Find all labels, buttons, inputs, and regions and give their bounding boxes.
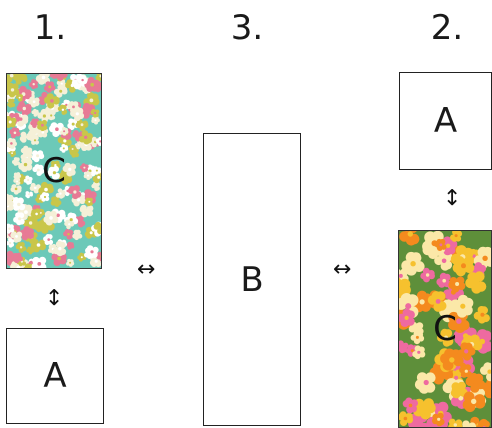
block-label-c-right: C: [433, 309, 457, 349]
column-number-2: 2.: [430, 8, 464, 48]
block-label-c-left: C: [42, 151, 66, 191]
block-b-middle: B: [203, 133, 301, 426]
fabric-swatch-c-left: C: [6, 73, 102, 269]
block-label-a-right: A: [433, 101, 458, 141]
horizontal-swap-arrow-left: ↔: [137, 257, 156, 282]
block-label-a-left: A: [43, 356, 67, 396]
horizontal-swap-arrow-right: ↔: [333, 257, 352, 282]
block-a-right: A: [399, 72, 492, 170]
daisy-floral-pattern: [399, 231, 491, 427]
column-number-1: 1.: [33, 8, 67, 48]
block-label-b: B: [240, 259, 264, 300]
vertical-swap-arrow-left: ↕: [45, 286, 64, 311]
column-number-3: 3.: [230, 8, 264, 48]
vertical-swap-arrow-right: ↕: [443, 186, 462, 211]
teal-floral-pattern: [7, 74, 101, 268]
block-a-left: A: [6, 328, 104, 424]
fabric-swatch-c-right: C: [398, 230, 492, 428]
